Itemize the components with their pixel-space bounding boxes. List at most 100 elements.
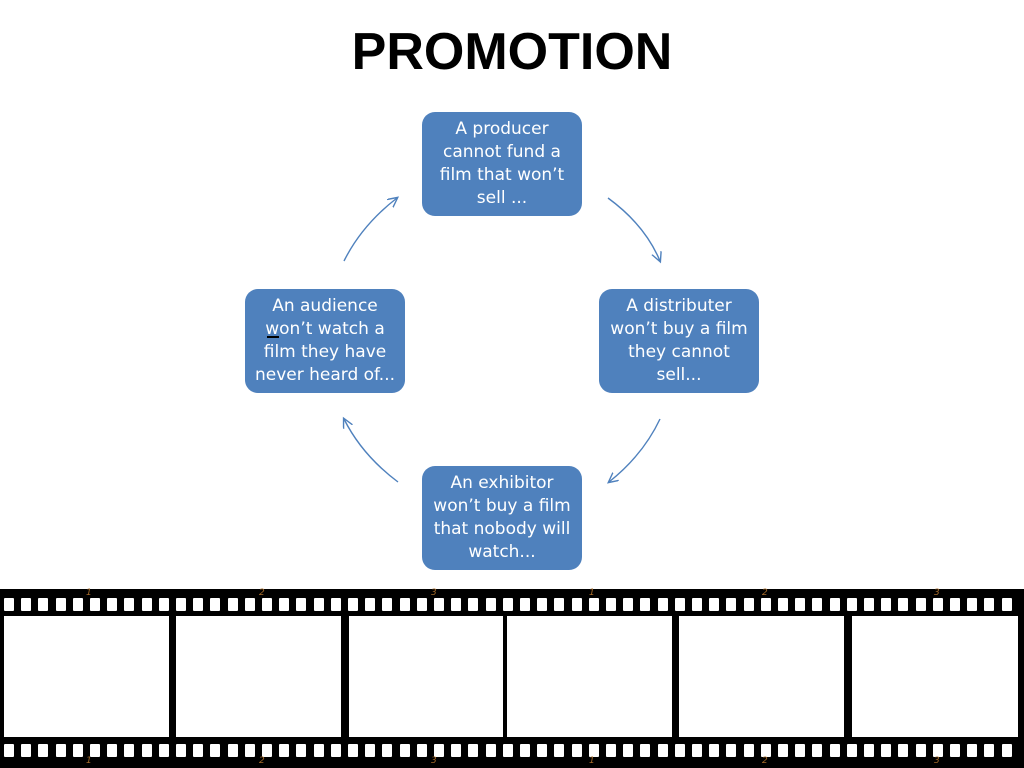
node-line: cannot fund a <box>443 142 561 162</box>
sprocket-hole <box>176 598 186 611</box>
sprocket-hole <box>193 598 203 611</box>
frame-number: 2 <box>762 756 768 766</box>
node-distributer: A distributer won’t buy a film they cann… <box>599 289 759 393</box>
sprocket-hole <box>348 744 358 757</box>
film-frame <box>679 616 844 737</box>
sprocket-hole <box>296 744 306 757</box>
frame-number: 2 <box>259 588 265 598</box>
sprocket-hole <box>537 598 547 611</box>
sprocket-hole <box>314 598 324 611</box>
sprocket-hole <box>124 744 134 757</box>
sprocket-hole <box>864 598 874 611</box>
sprocket-hole <box>382 598 392 611</box>
sprocket-hole <box>675 598 685 611</box>
film-frame <box>507 616 672 737</box>
sprocket-hole <box>210 598 220 611</box>
node-line: never heard of... <box>254 365 396 385</box>
frame-number: 3 <box>431 588 437 598</box>
slide-title: PROMOTION <box>351 23 673 81</box>
node-line: they cannot <box>628 342 730 362</box>
node-line: film they have <box>263 342 387 362</box>
sprocket-hole <box>984 744 994 757</box>
sprocket-hole <box>228 598 238 611</box>
sprocket-hole <box>675 744 685 757</box>
node-line: A distributer <box>626 296 732 316</box>
sprocket-hole <box>589 598 599 611</box>
sprocket-hole <box>124 598 134 611</box>
sprocket-hole <box>331 598 341 611</box>
sprocket-hole <box>881 598 891 611</box>
sprocket-hole <box>331 744 341 757</box>
sprocket-hole <box>640 744 650 757</box>
sprocket-hole <box>21 598 31 611</box>
sprocket-hole <box>916 744 926 757</box>
node-audience: An audience won’t watch a film they have… <box>245 289 405 393</box>
frame-number: 2 <box>762 588 768 598</box>
sprocket-hole <box>365 744 375 757</box>
sprocket-hole <box>898 744 908 757</box>
sprocket-hole <box>640 598 650 611</box>
sprocket-hole <box>245 744 255 757</box>
sprocket-hole <box>90 598 100 611</box>
sprocket-hole <box>38 744 48 757</box>
sprocket-hole <box>658 598 668 611</box>
sprocket-hole <box>210 744 220 757</box>
node-line: film that won’t <box>439 165 565 185</box>
sprocket-hole <box>572 598 582 611</box>
sprocket-hole <box>554 598 564 611</box>
frame-number: 3 <box>934 756 940 766</box>
node-exhibitor: An exhibitor won’t buy a film that nobod… <box>422 466 582 570</box>
node-line: won’t buy a film <box>433 496 571 516</box>
sprocket-hole <box>933 598 943 611</box>
film-frame <box>349 616 503 737</box>
sprocket-hole <box>1002 744 1012 757</box>
filmstrip: 1 2 3 1 2 3 1 2 3 1 2 3 <box>0 588 1024 768</box>
sprocket-hole <box>193 744 203 757</box>
sprocket-hole <box>503 598 513 611</box>
sprocket-hole <box>761 598 771 611</box>
node-line: won’t buy a film <box>610 319 748 339</box>
node-line: A producer <box>455 119 549 139</box>
sprocket-hole <box>451 744 461 757</box>
cycle-arrows <box>0 0 1024 600</box>
sprocket-hole <box>245 598 255 611</box>
sprocket-hole <box>692 744 702 757</box>
node-line: An exhibitor <box>450 473 554 493</box>
frame-number: 1 <box>589 588 595 598</box>
sprocket-hole <box>56 598 66 611</box>
sprocket-hole <box>159 598 169 611</box>
sprocket-hole <box>107 598 117 611</box>
sprocket-hole <box>606 744 616 757</box>
sprocket-hole <box>658 744 668 757</box>
sprocket-hole <box>812 598 822 611</box>
node-line: watch... <box>468 542 536 562</box>
sprocket-hole <box>572 744 582 757</box>
sprocket-hole <box>262 744 272 757</box>
sprocket-hole <box>1002 598 1012 611</box>
sprocket-hole <box>176 744 186 757</box>
sprocket-hole <box>778 744 788 757</box>
sprocket-hole <box>314 744 324 757</box>
sprocket-hole <box>623 598 633 611</box>
frame-number: 1 <box>86 756 92 766</box>
sprocket-hole <box>434 598 444 611</box>
sprocket-hole <box>830 598 840 611</box>
frame-number: 1 <box>86 588 92 598</box>
sprocket-hole <box>881 744 891 757</box>
arrow-distributer-to-exhibitor <box>609 418 661 482</box>
sprocket-hole <box>21 744 31 757</box>
sprocket-hole <box>486 598 496 611</box>
sprocket-hole <box>984 598 994 611</box>
sprocket-hole <box>486 744 496 757</box>
node-line: sell ... <box>476 188 528 208</box>
sprocket-hole <box>107 744 117 757</box>
sprocket-hole <box>279 744 289 757</box>
arrow-audience-to-producer <box>343 198 397 262</box>
sprocket-hole <box>90 744 100 757</box>
sprocket-hole <box>709 744 719 757</box>
film-frame <box>4 616 169 737</box>
sprocket-hole <box>4 744 14 757</box>
text-cursor-underline <box>267 336 279 338</box>
sprocket-hole <box>279 598 289 611</box>
sprocket-hole <box>73 598 83 611</box>
